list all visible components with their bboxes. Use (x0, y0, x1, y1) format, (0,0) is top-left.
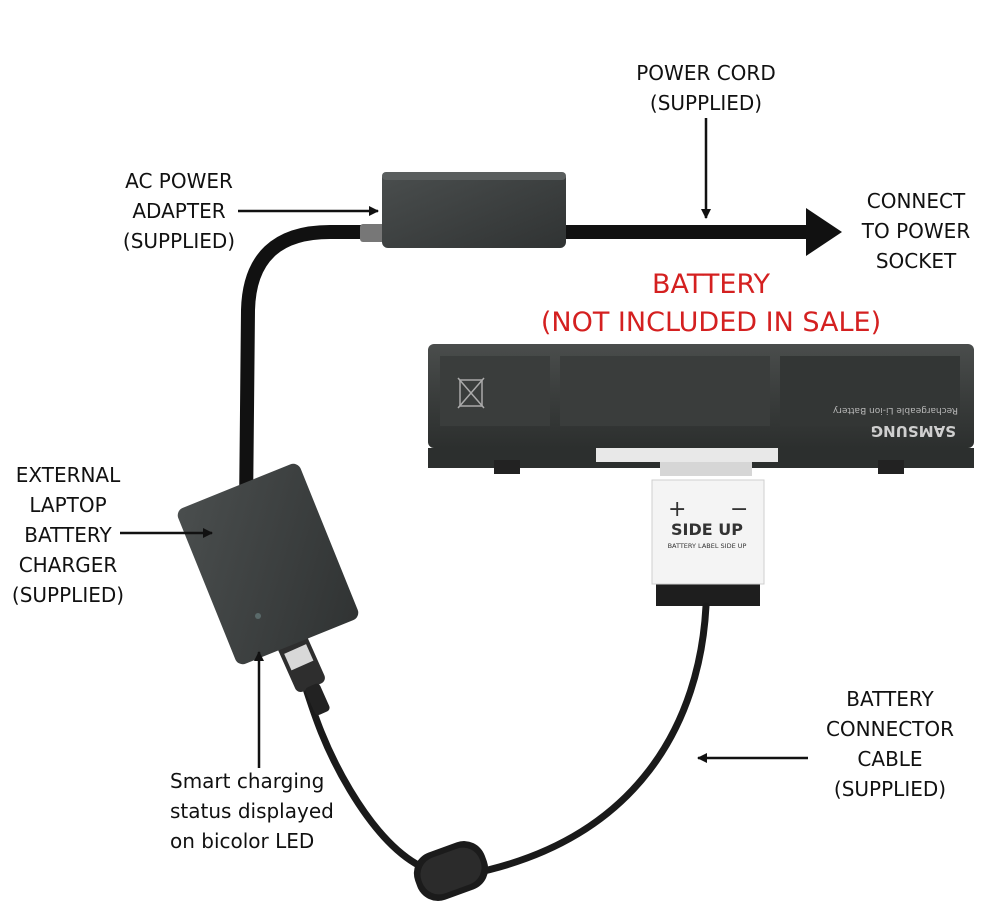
battery-connector-label (651, 479, 765, 585)
battery-label: BATTERY (NOT INCLUDED IN SALE) (540, 269, 882, 338)
power-cord-label: POWER CORD (SUPPLIED) (636, 61, 776, 115)
connector-minus-sign: − (730, 497, 748, 522)
bicolor-led (255, 613, 261, 619)
battery-brand-text: SAMSUNG (871, 422, 956, 440)
side-up-text: SIDE UP (671, 520, 743, 539)
connector-plus-sign: + (668, 497, 686, 522)
battery-type-text: Rechargeable Li-ion Battery (832, 405, 958, 415)
side-up-note-text: BATTERY LABEL SIDE UP (668, 542, 747, 550)
led-note-label: Smart charging status displayed on bicol… (170, 769, 334, 853)
ferrite-bead (413, 841, 489, 901)
battery-connector-cable (296, 602, 710, 879)
laptop-battery (428, 344, 974, 476)
ac-power-adapter (382, 172, 566, 248)
connect-socket-label: CONNECT TO POWER SOCKET (861, 189, 971, 273)
adapter-dc-cable (239, 225, 379, 517)
power-socket-arrow (806, 208, 842, 256)
adapter-strain-relief (360, 224, 388, 242)
charger-label: EXTERNAL LAPTOP BATTERY CHARGER (SUPPLIE… (11, 463, 125, 607)
ac-adapter-label: AC POWER ADAPTER (SUPPLIED) (122, 169, 236, 253)
external-battery-charger (177, 463, 359, 665)
connector-cable-label: BATTERY CONNECTOR CABLE (SUPPLIED) (825, 687, 955, 801)
